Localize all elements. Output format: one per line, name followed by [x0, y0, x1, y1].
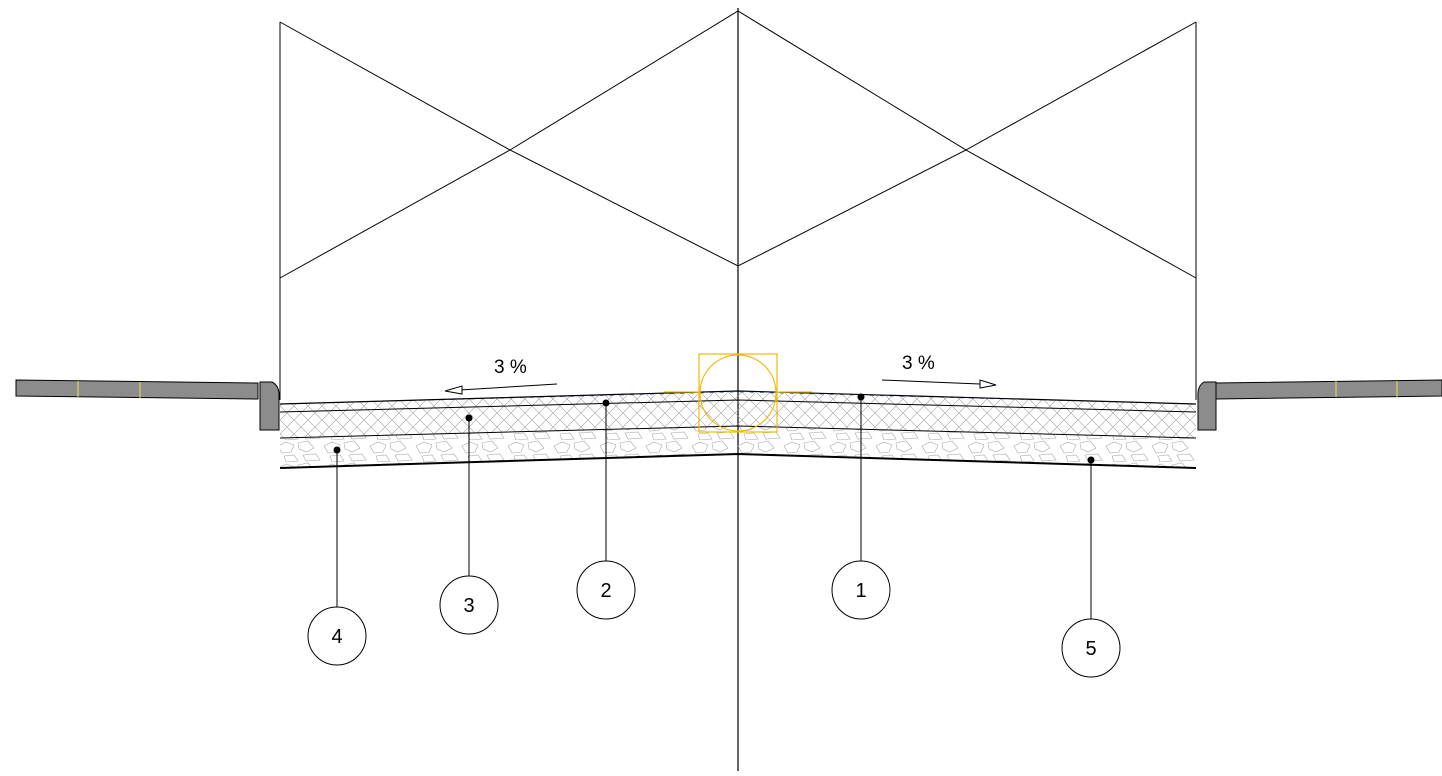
callout-2-label: 2	[600, 580, 611, 602]
slope-left-indicator: 3 %	[444, 357, 558, 395]
callout-4: 4	[307, 446, 367, 666]
callout-3-label: 3	[463, 595, 474, 617]
slope-left-label: 3 %	[494, 357, 527, 378]
callout-3: 3	[439, 414, 499, 635]
callout-5: 5	[1061, 456, 1121, 678]
wearing-course-layer	[280, 392, 1196, 438]
slope-right-label: 3 %	[902, 353, 935, 374]
left-sidewalk	[15, 379, 280, 431]
callout-2: 2	[576, 399, 636, 620]
right-sidewalk	[1197, 379, 1442, 431]
callout-5-label: 5	[1085, 638, 1096, 660]
slope-right-indicator: 3 %	[881, 353, 997, 389]
callout-1: 1	[831, 393, 891, 620]
callout-1-label: 1	[855, 580, 866, 602]
left-curb	[259, 381, 280, 431]
right-curb	[1197, 381, 1217, 431]
pavement-layers	[279, 390, 1197, 469]
tree-outline-graphic	[279, 10, 1197, 400]
callout-4-label: 4	[331, 626, 342, 648]
base-course-layer	[280, 426, 1196, 468]
drain-marker	[664, 353, 812, 433]
